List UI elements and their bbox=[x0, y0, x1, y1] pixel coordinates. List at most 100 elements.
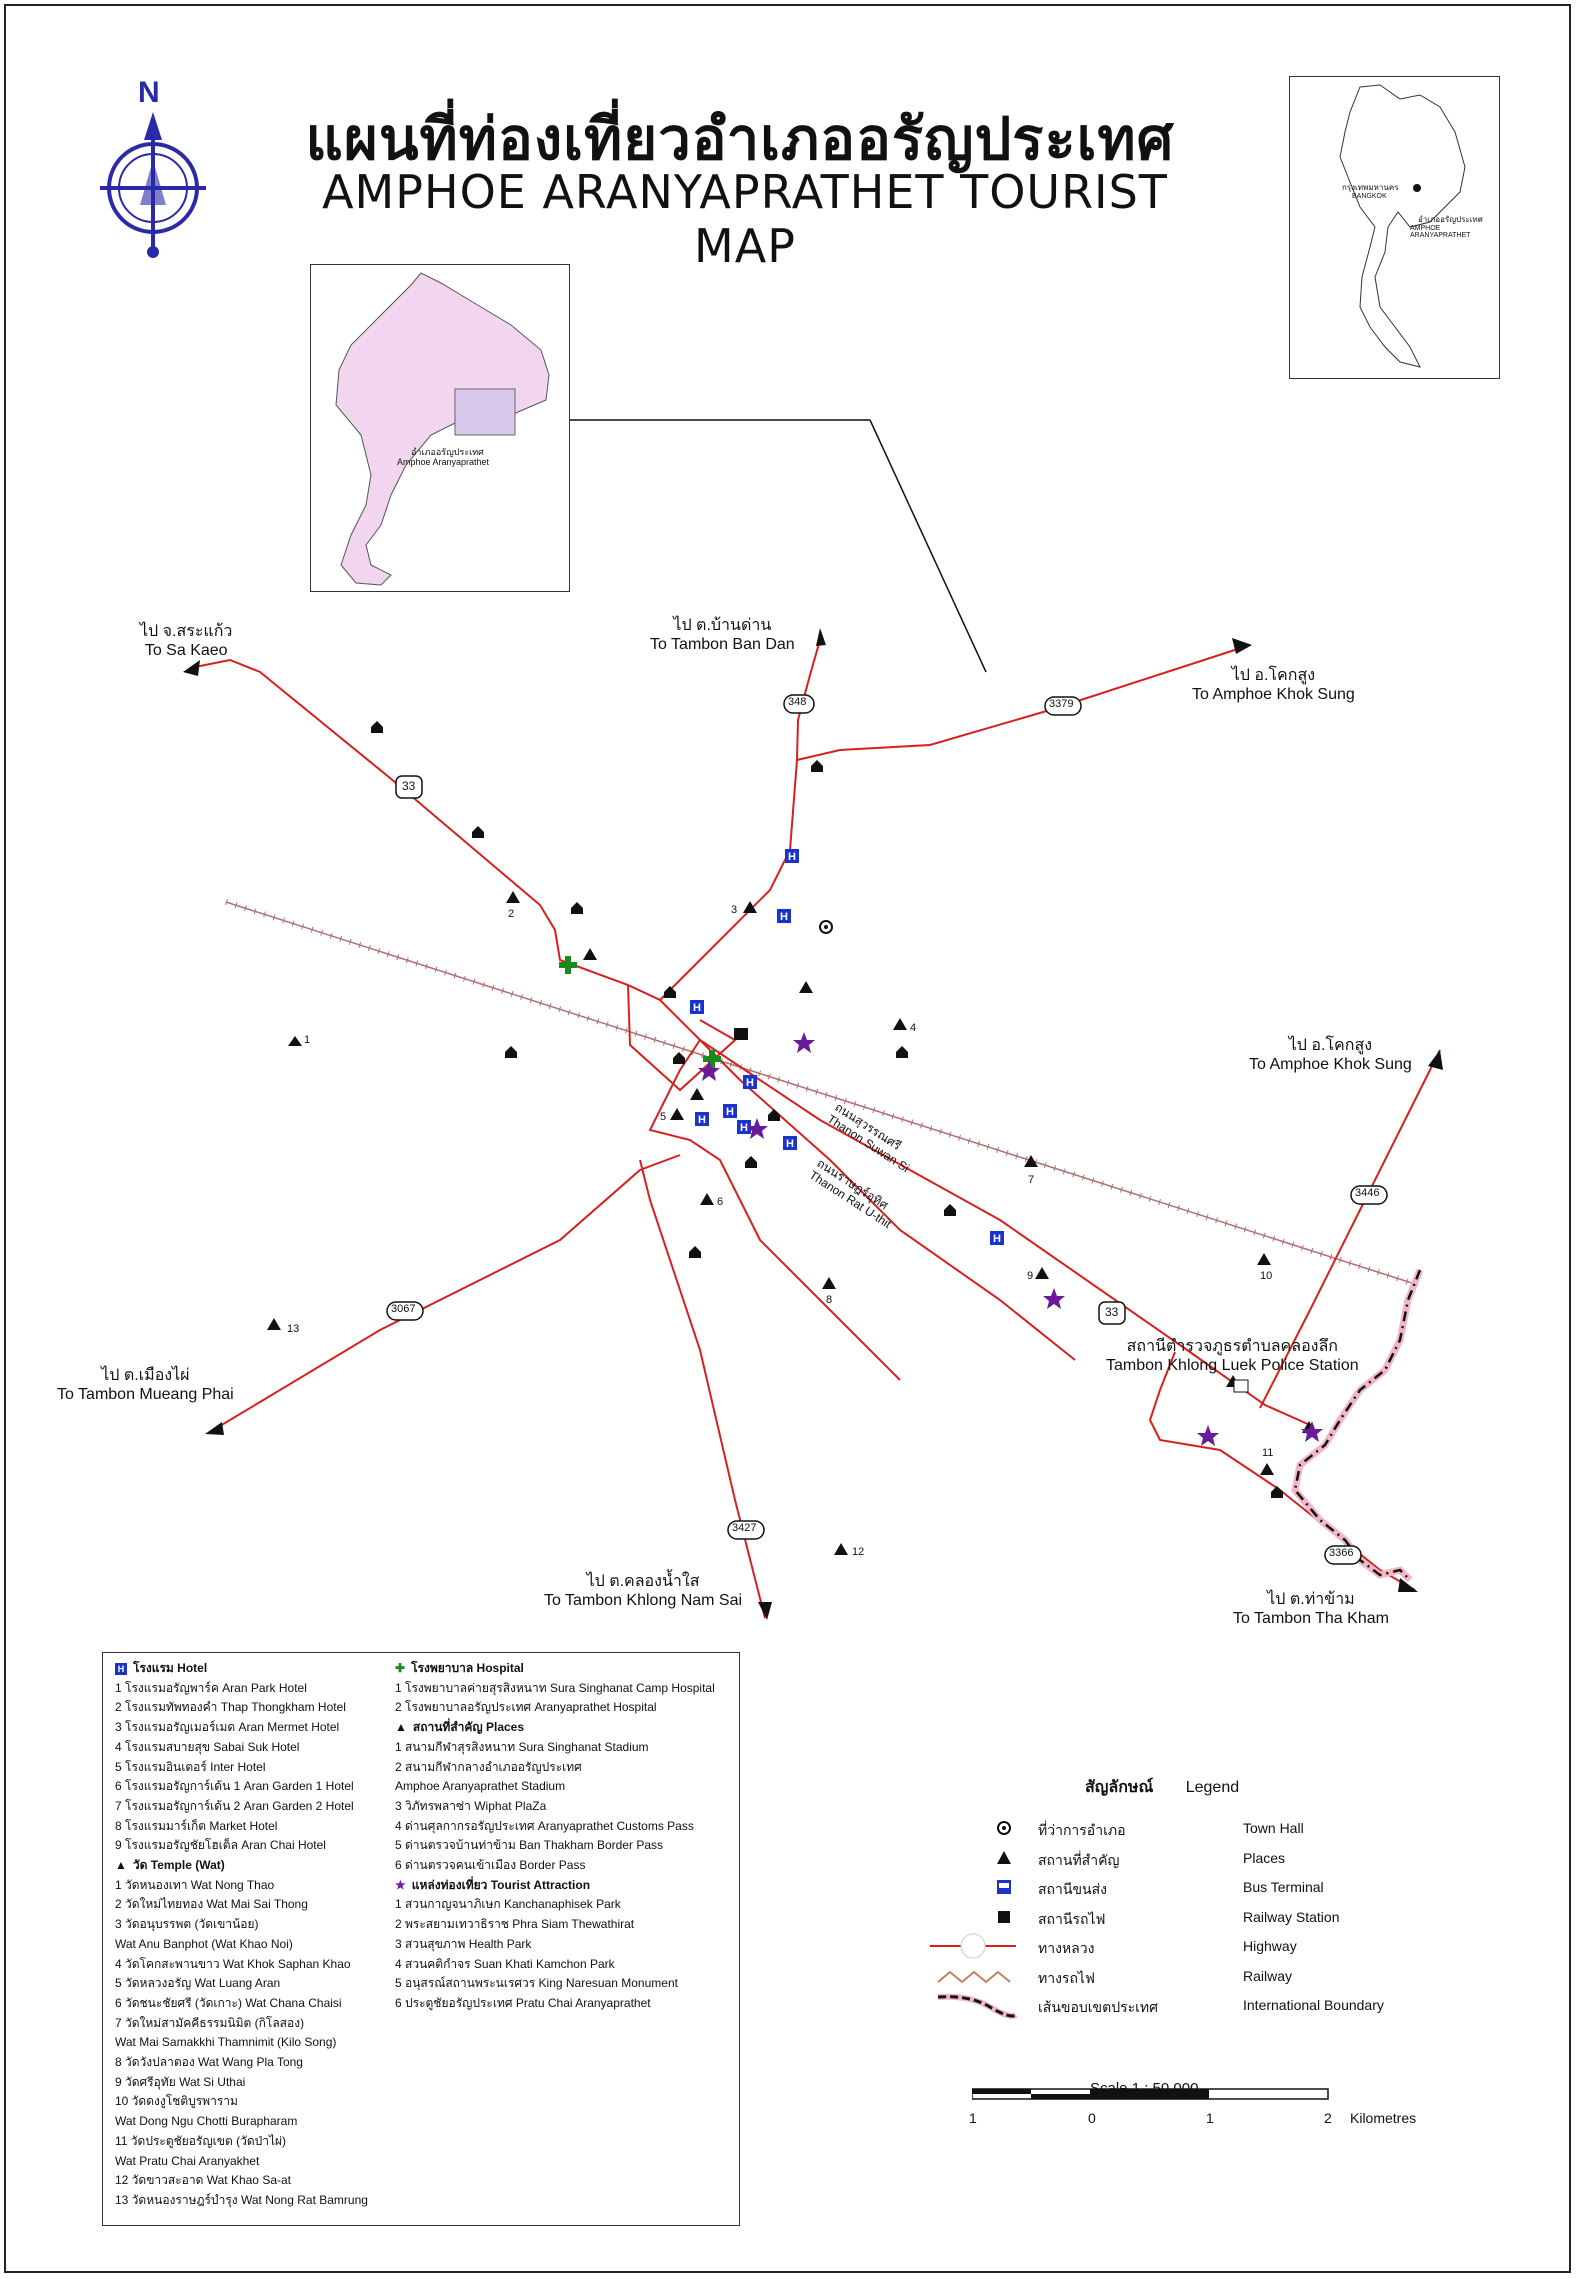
boundary-line-icon bbox=[937, 1993, 1018, 2019]
district-label-en: Amphoe Aranyaprathet bbox=[397, 457, 490, 467]
map-number-11: 11 bbox=[1262, 1447, 1274, 1459]
temple-marker-13 bbox=[267, 1318, 281, 1330]
hotel-marker-1: H bbox=[785, 849, 799, 863]
wat-building-markers bbox=[371, 721, 1283, 1498]
svg-text:H: H bbox=[726, 1106, 734, 1118]
attraction-marker-2 bbox=[698, 1060, 720, 1081]
temple-marker-12 bbox=[834, 1543, 848, 1555]
route-number-33-b: 33 bbox=[1105, 1305, 1119, 1319]
hotel-marker-6: H bbox=[723, 1104, 737, 1118]
attraction-marker-5 bbox=[1197, 1425, 1219, 1446]
route-number-3446: 3446 bbox=[1355, 1187, 1380, 1199]
map-title-thai: แผนที่ท่องเที่ยวอำเภออรัญประเทศ bbox=[305, 105, 1175, 173]
route-number-3379: 3379 bbox=[1049, 698, 1074, 710]
legend-column-right: ✚โรงพยาบาล Hospital 1 โรงพยาบาลค่ายสุรสิ… bbox=[395, 1659, 735, 2014]
attraction-markers bbox=[698, 1032, 1323, 1446]
town-hall-icon bbox=[997, 1821, 1011, 1835]
hotel-marker-7: H bbox=[737, 1120, 751, 1134]
temple-marker-11 bbox=[1260, 1463, 1274, 1475]
route-shield-3067 bbox=[386, 1301, 424, 1321]
place-marker-1 bbox=[583, 948, 597, 960]
highway-roads bbox=[189, 639, 1441, 1619]
temple-marker-3 bbox=[743, 901, 757, 913]
district-label-thai: อำเภออรัญประเทศ bbox=[411, 447, 484, 457]
legend-places-title: ▲สถานที่สำคัญ Places bbox=[395, 1720, 525, 1735]
district-inset-map: อำเภออรัญประเทศ Amphoe Aranyaprathet bbox=[310, 264, 570, 592]
place-triangle-icon bbox=[997, 1850, 1011, 1864]
amphoe-label-thai: อำเภออรัญประเทศ bbox=[1418, 215, 1483, 224]
map-number-12: 12 bbox=[852, 1546, 865, 1558]
map-number-6: 6 bbox=[717, 1196, 724, 1208]
map-number-1: 1 bbox=[304, 1034, 311, 1046]
map-number-5: 5 bbox=[660, 1111, 667, 1123]
temple-marker-1 bbox=[288, 1036, 302, 1046]
temple-marker-4 bbox=[893, 1018, 907, 1030]
place-marker-3 bbox=[690, 1088, 704, 1100]
legend-hospitals-list: 1 โรงพยาบาลค่ายสุรสิงหนาท Sura Singhanat… bbox=[395, 1680, 715, 1715]
route-shield-3379 bbox=[1044, 696, 1082, 716]
route-shields bbox=[386, 694, 1388, 1565]
compass-emblem bbox=[100, 112, 206, 258]
attraction-marker-6 bbox=[1301, 1421, 1323, 1442]
map-title-english: AMPHOE ARANYAPRATHET TOURIST MAP bbox=[322, 165, 1168, 273]
route-shield-33-b bbox=[1098, 1301, 1126, 1325]
svg-text:H: H bbox=[780, 911, 788, 923]
temple-marker-5 bbox=[670, 1108, 684, 1120]
map-number-9: 9 bbox=[1027, 1270, 1034, 1282]
attraction-marker-1 bbox=[793, 1032, 815, 1053]
railway-line-icon bbox=[937, 1970, 1011, 1983]
legend-attractions-title: ★แหล่งท่องเที่ยว Tourist Attraction bbox=[395, 1877, 591, 1892]
bangkok-label-thai: กรุงเทพมหานคร bbox=[1342, 183, 1399, 192]
scale-tick-0: 0 bbox=[1088, 2110, 1096, 2126]
svg-text:H: H bbox=[740, 1122, 748, 1134]
hotel-marker-8: H bbox=[783, 1136, 797, 1150]
hospital-marker-2 bbox=[703, 1050, 721, 1068]
place-marker-2 bbox=[799, 981, 813, 993]
route-shield-348 bbox=[783, 694, 815, 714]
map-number-8: 8 bbox=[826, 1294, 833, 1306]
destination-label-mueang-phai: ไป ต.เมืองไผ่To Tambon Mueang Phai bbox=[57, 1367, 234, 1403]
route-shield-3446 bbox=[1350, 1185, 1388, 1205]
map-number-2: 2 bbox=[508, 908, 515, 920]
map-number-13: 13 bbox=[287, 1323, 300, 1335]
svg-text:H: H bbox=[746, 1077, 754, 1089]
police-station-marker bbox=[1233, 1379, 1249, 1393]
scale-tick-2: 2 bbox=[1324, 2110, 1332, 2126]
route-shield-3427 bbox=[727, 1520, 765, 1540]
route-number-3067: 3067 bbox=[391, 1303, 416, 1315]
hospital-markers bbox=[559, 956, 721, 1068]
attraction-marker-3 bbox=[746, 1118, 768, 1139]
thailand-inset-map: กรุงเทพมหานคร BANGKOK อำเภออรัญประเทศ AM… bbox=[1289, 76, 1500, 379]
temple-marker-2 bbox=[506, 891, 520, 903]
symbol-legend-title: สัญลักษณ์ Legend bbox=[1085, 1779, 1240, 1796]
hotel-marker-5: H bbox=[695, 1112, 709, 1126]
railway-station-marker bbox=[734, 1028, 748, 1040]
route-number-3366: 3366 bbox=[1329, 1547, 1354, 1559]
temple-marker-7 bbox=[1024, 1155, 1038, 1167]
route-number-3427: 3427 bbox=[732, 1522, 757, 1534]
svg-text:H: H bbox=[993, 1233, 1001, 1245]
railway-station-icon bbox=[998, 1910, 1010, 1923]
map-number-3: 3 bbox=[731, 904, 738, 916]
svg-text:H: H bbox=[698, 1114, 706, 1126]
svg-text:H: H bbox=[788, 851, 796, 863]
svg-text:H: H bbox=[786, 1138, 794, 1150]
legend-places-list: 1 สนามกีฬาสุรสิงหนาท Sura Singhanat Stad… bbox=[395, 1739, 694, 1873]
